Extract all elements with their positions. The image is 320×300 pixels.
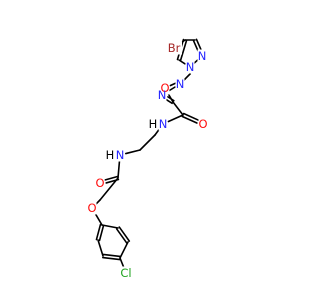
bond-b4-b5 <box>119 241 129 259</box>
atom-label-backing-h1 <box>148 117 158 131</box>
bond-b6-b1 <box>101 224 119 229</box>
bond-camC-nh1 <box>167 114 184 123</box>
bond-pC5-n1-line2 <box>192 39 199 52</box>
atom-label-o4: O <box>87 201 96 215</box>
atom-label-h2: H <box>106 148 115 162</box>
atom-label-n3: N <box>176 77 185 91</box>
atom-label-backing-n1 <box>197 49 207 63</box>
bond-b1-b2-line1 <box>98 224 105 242</box>
atom-label-backing-o1 <box>160 81 170 95</box>
atom-label-backing-o3 <box>95 176 105 190</box>
bond-b2-b3 <box>97 239 104 257</box>
bond-oC5-n4-line1 <box>165 98 173 105</box>
atom-label-n1: N <box>198 49 207 63</box>
atom-label-n4: N <box>158 88 167 102</box>
atom-label-h1: H <box>149 117 158 131</box>
atom-label-backing-nh1 <box>158 117 168 131</box>
atom-label-backing-cl <box>118 266 134 280</box>
atom-label-backing-n2 <box>185 60 195 74</box>
bond-e2-nh2 <box>125 149 141 155</box>
bond-pC5-n1-line1 <box>195 38 202 51</box>
bond-acC-ch2b <box>99 177 119 201</box>
atom-label-o2: O <box>198 117 207 131</box>
bond-o4-b1 <box>94 212 103 226</box>
bond-nh2-acC <box>117 160 121 179</box>
atom-label-layer: Br N N O N N N H O N H O O Cl <box>87 41 207 280</box>
atom-label-o3: O <box>95 176 104 190</box>
atom-label-cl: Cl <box>120 266 131 280</box>
atom-label-backing-o4 <box>87 201 97 215</box>
bond-camC-o2-line2 <box>181 115 198 124</box>
bond-e1-e2 <box>139 134 156 151</box>
atom-label-backing-br <box>166 41 182 55</box>
atom-label-nh1: N <box>159 117 168 131</box>
bond-acC-o3-line2 <box>104 175 119 181</box>
bond-b3-b4-line1 <box>102 253 121 258</box>
atom-label-n2: N <box>186 60 195 74</box>
bond-camC-o2-line1 <box>182 112 199 121</box>
bond-b3-b4-line2 <box>102 256 121 261</box>
bond-b5-b6-line2 <box>118 226 131 242</box>
atom-label-backing-n4 <box>157 88 167 102</box>
bond-ch2b-o4 <box>95 199 101 205</box>
bond-b5-b6-line1 <box>115 228 128 244</box>
atom-label-o1: O <box>160 81 169 95</box>
atom-label-nh2: N <box>116 148 125 162</box>
bond-b1-b2-line2 <box>95 223 102 241</box>
bond-oC5-camC <box>172 101 184 116</box>
atom-label-backing-nh2 <box>115 148 125 162</box>
atom-label-backing-h2 <box>105 148 115 162</box>
atom-label-backing-o2 <box>198 117 208 131</box>
bond-oC5-n4-line2 <box>167 96 175 102</box>
atom-label-backing-n3 <box>175 77 185 91</box>
bond-pC3-pC4-line2 <box>179 39 188 62</box>
atom-label-br: Br <box>168 41 181 55</box>
bond-n1-n2 <box>193 59 199 64</box>
bond-b4-cl <box>119 257 125 269</box>
molecule-structure: Br N N O N N N H O N H O O Cl <box>87 38 208 280</box>
